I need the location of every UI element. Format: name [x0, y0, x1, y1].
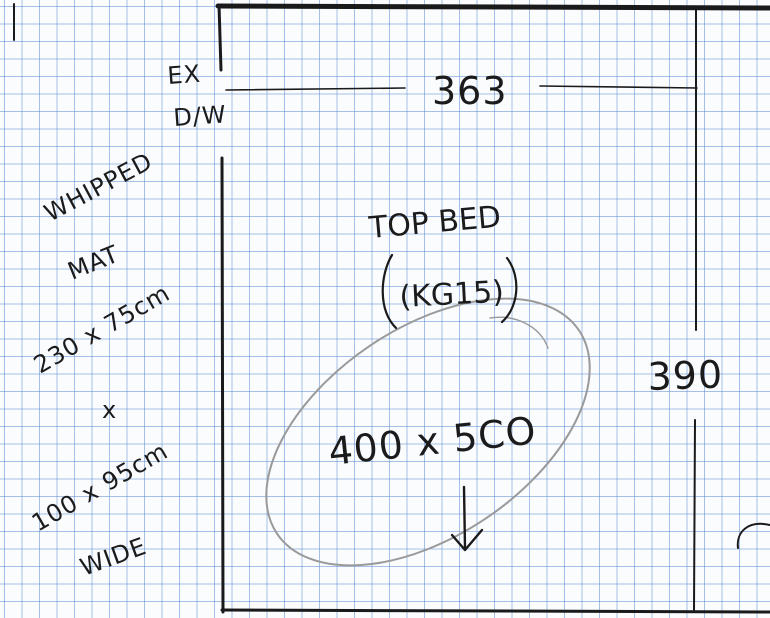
- down-arrow-shaft: [462, 485, 467, 550]
- mat-note-line-4: x: [102, 396, 117, 424]
- bracket-right: [500, 256, 518, 324]
- rug-outline: [265, 297, 591, 567]
- down-arrow-head: [450, 528, 484, 552]
- bed-label: TOP BED: [367, 200, 503, 246]
- rug-oval: [265, 297, 591, 567]
- rug-oval-overdraw: [489, 316, 549, 349]
- top-wall: [215, 3, 770, 11]
- dimension-line-left: [225, 87, 406, 91]
- bottom-wall: [220, 608, 770, 614]
- width-dimension-label: 363: [432, 69, 508, 113]
- mat-note-line-5: 100 x 95cm: [27, 437, 173, 537]
- mat-note: WHIPPED MAT 230 x 75cm x 100 x 95cm WIDE: [27, 147, 175, 582]
- mat-note-line-6: WIDE: [76, 532, 150, 582]
- mat-note-line-3: 230 x 75cm: [29, 279, 175, 379]
- down-arrow: [450, 485, 484, 552]
- left-wall-upper: [217, 3, 223, 72]
- bed-code-label: (KG15): [399, 275, 505, 315]
- door-swing-arc: [736, 522, 770, 549]
- mat-note-line-2: MAT: [64, 240, 124, 286]
- right-inner-line-lower: [693, 419, 696, 611]
- depth-dimension-label: 390: [647, 352, 724, 399]
- ex-label: EX: [166, 60, 201, 90]
- left-wall: [220, 156, 225, 614]
- rug-size-label: 400 x 5CO: [326, 408, 538, 474]
- dimension-line-right: [539, 85, 698, 89]
- bracket-left: [381, 253, 398, 330]
- room-walls: [13, 3, 770, 614]
- bed-brackets: [381, 253, 518, 330]
- mat-note-line-1: WHIPPED: [40, 147, 158, 227]
- width-dimension: [225, 85, 698, 91]
- dw-label: D/W: [172, 100, 227, 132]
